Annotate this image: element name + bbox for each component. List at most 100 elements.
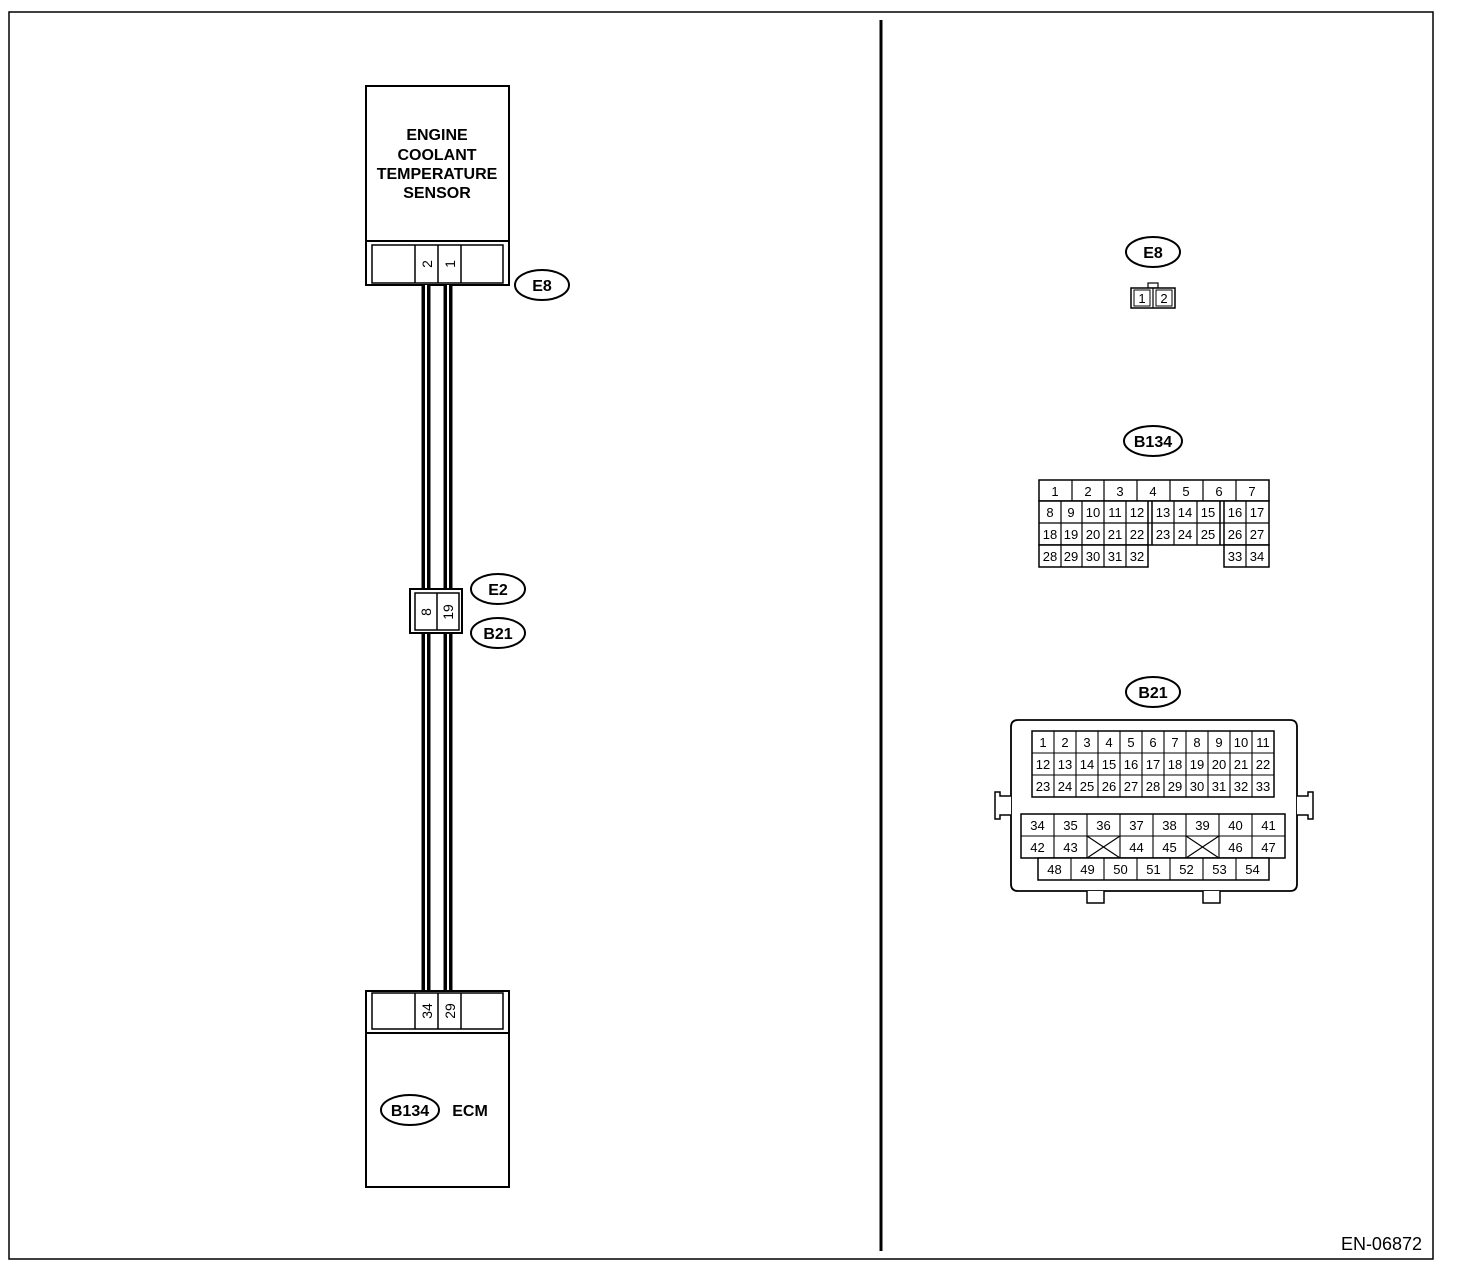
b21-pin-27: 27: [1124, 779, 1138, 794]
b21-pin-26: 26: [1102, 779, 1116, 794]
b134-pin-31: 31: [1108, 549, 1122, 564]
b21-pin-50: 50: [1113, 862, 1127, 877]
b21-pin-31: 31: [1212, 779, 1226, 794]
b21-pin-20: 20: [1212, 757, 1226, 772]
e8-connector-view: E8 1 2: [1125, 236, 1181, 309]
b21-pin-32: 32: [1234, 779, 1248, 794]
b21-pin-39: 39: [1195, 818, 1209, 833]
b21-pin-54: 54: [1245, 862, 1259, 877]
b21-pin-2: 2: [1061, 735, 1068, 750]
b134-pin-13: 13: [1156, 505, 1170, 520]
b21-pin-14: 14: [1080, 757, 1094, 772]
b21-pin-47: 47: [1261, 840, 1275, 855]
connector-tag-b21-label: B21: [483, 626, 512, 643]
b134-pin-19: 19: [1064, 527, 1078, 542]
sensor-connector: 2 1: [365, 240, 510, 286]
b134-pin-24: 24: [1178, 527, 1192, 542]
b21-pin-33: 33: [1256, 779, 1270, 794]
b134-pin-3: 3: [1116, 484, 1123, 499]
b134-pin-12: 12: [1130, 505, 1144, 520]
b134-pin-22: 22: [1130, 527, 1144, 542]
b21-pin-24: 24: [1058, 779, 1072, 794]
b21-pin-19: 19: [1190, 757, 1204, 772]
b134-pin-26: 26: [1228, 527, 1242, 542]
connector-tag-e8-label: E8: [532, 278, 552, 295]
b21-pin-7: 7: [1171, 735, 1178, 750]
b21-pin-46: 46: [1228, 840, 1242, 855]
e8-view-label: E8: [1143, 245, 1163, 262]
sensor-pin-2: 2: [419, 260, 435, 268]
b134-pin-10: 10: [1086, 505, 1100, 520]
e8-view-pin-1: 1: [1138, 291, 1145, 306]
b21-pin-13: 13: [1058, 757, 1072, 772]
b21-pin-51: 51: [1146, 862, 1160, 877]
b21-pin-41: 41: [1261, 818, 1275, 833]
b21-pin-21: 21: [1234, 757, 1248, 772]
b21-pin-15: 15: [1102, 757, 1116, 772]
b134-pin-17: 17: [1250, 505, 1264, 520]
e8-view-tag: [1125, 236, 1181, 268]
connector-tag-e8: E8: [514, 269, 570, 301]
b134-pin-27: 27: [1250, 527, 1264, 542]
b134-pin-20: 20: [1086, 527, 1100, 542]
b134-pin-1: 1: [1051, 484, 1058, 499]
b134-pin-18: 18: [1043, 527, 1057, 542]
sensor-title-line-3: TEMPERATURE: [377, 166, 498, 183]
b21-pin-29: 29: [1168, 779, 1182, 794]
b134-pin-25: 25: [1201, 527, 1215, 542]
b134-view-tag: [1123, 425, 1183, 457]
b21-pin-25: 25: [1080, 779, 1094, 794]
e8-view-pin-2: 2: [1160, 291, 1167, 306]
b21-pin-42: 42: [1030, 840, 1044, 855]
b21-pin-43: 43: [1063, 840, 1077, 855]
b134-pin-33: 33: [1228, 549, 1242, 564]
b21-pin-52: 52: [1179, 862, 1193, 877]
ecm-pin-29: 29: [442, 1003, 458, 1019]
b21-pin-16: 16: [1124, 757, 1138, 772]
ecm-box: B134 ECM: [365, 1032, 510, 1188]
ecm-pin-34: 34: [419, 1003, 435, 1019]
b21-pin-9: 9: [1215, 735, 1222, 750]
b134-pin-23: 23: [1156, 527, 1170, 542]
b21-pin-17: 17: [1146, 757, 1160, 772]
figure-id: EN-06872: [1341, 1234, 1422, 1254]
b21-pin-18: 18: [1168, 757, 1182, 772]
connector-tag-e2-label: E2: [488, 582, 508, 599]
b21-pin-45: 45: [1162, 840, 1176, 855]
b21-pin-53: 53: [1212, 862, 1226, 877]
b134-pin-34: 34: [1250, 549, 1264, 564]
connector-tag-b134-label: B134: [391, 1103, 429, 1120]
b21-pin-8: 8: [1193, 735, 1200, 750]
connector-tag-b21: B21: [470, 617, 526, 649]
b134-pin-9: 9: [1067, 505, 1074, 520]
outer-frame: [8, 11, 1434, 1260]
b21-pin-37: 37: [1129, 818, 1143, 833]
b134-pin-15: 15: [1201, 505, 1215, 520]
b134-pin-2: 2: [1084, 484, 1091, 499]
b134-view-label: B134: [1134, 434, 1172, 451]
connector-tag-e2: E2: [470, 573, 526, 605]
b21-pin-23: 23: [1036, 779, 1050, 794]
b21-pin-11: 11: [1256, 735, 1270, 750]
joint-pin-8: 8: [418, 608, 434, 616]
b21-view-label: B21: [1138, 685, 1167, 702]
b21-pin-36: 36: [1096, 818, 1110, 833]
b21-pin-49: 49: [1080, 862, 1094, 877]
sensor-title-line-4: SENSOR: [403, 185, 471, 202]
b134-pin-14: 14: [1178, 505, 1192, 520]
b21-pin-28: 28: [1146, 779, 1160, 794]
b21-pin-5: 5: [1127, 735, 1134, 750]
sensor-title-line-2: COOLANT: [397, 147, 476, 164]
b134-pin-29: 29: [1064, 549, 1078, 564]
joint-connector: 8 19: [409, 588, 463, 634]
b134-pin-8: 8: [1046, 505, 1053, 520]
engine-coolant-temperature-sensor: ENGINE COOLANT TEMPERATURE SENSOR: [365, 85, 510, 242]
joint-pin-19: 19: [440, 604, 456, 620]
sensor-pin-1: 1: [442, 260, 458, 268]
b134-pin-5: 5: [1182, 484, 1189, 499]
b21-pin-44: 44: [1129, 840, 1143, 855]
b21-pin-40: 40: [1228, 818, 1242, 833]
b134-pin-16: 16: [1228, 505, 1242, 520]
ecm-connector: 34 29: [365, 990, 510, 1034]
